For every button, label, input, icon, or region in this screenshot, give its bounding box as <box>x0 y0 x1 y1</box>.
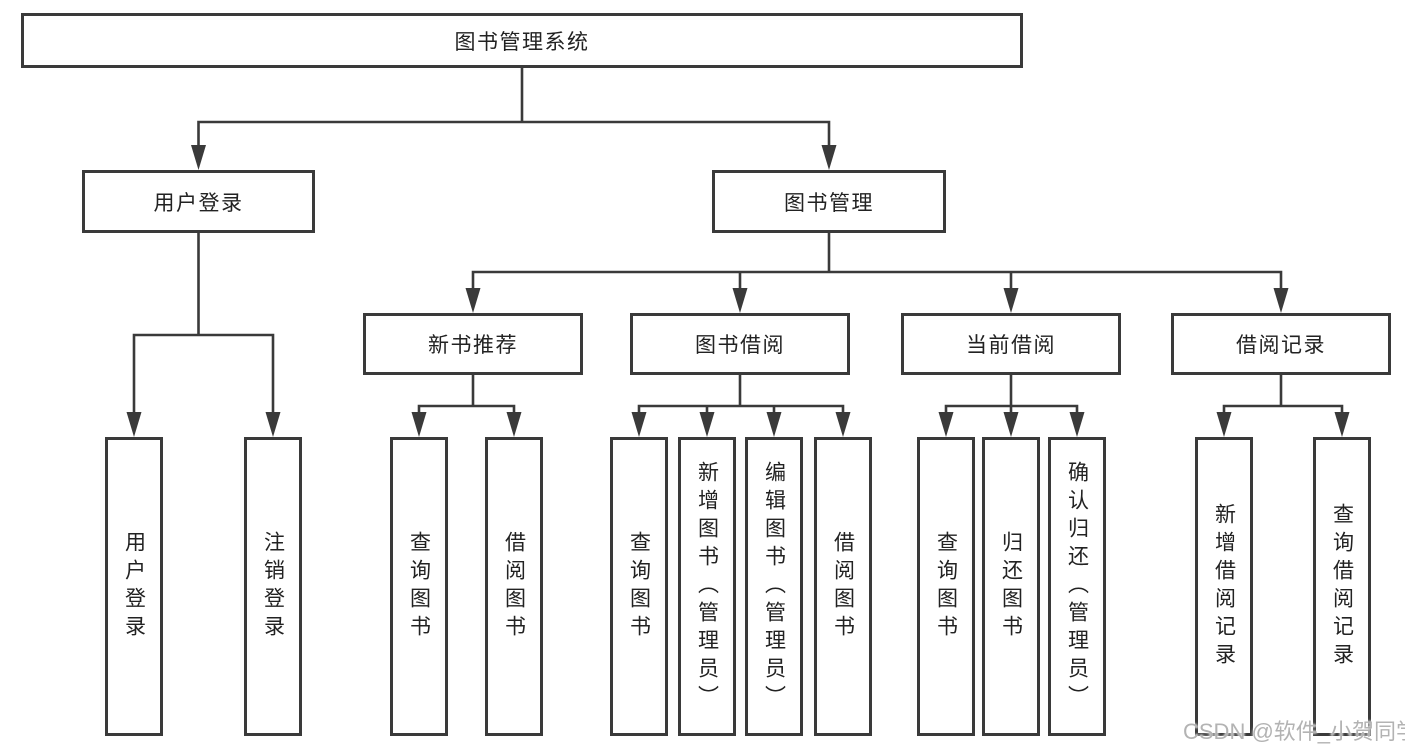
leaf-label: 借阅图书 <box>831 530 855 643</box>
leaf-label: 编辑图书（管理员） <box>762 460 786 713</box>
node-new-book: 新书推荐 <box>363 313 583 375</box>
leaf-label: 借阅图书 <box>502 530 526 643</box>
node-root: 图书管理系统 <box>21 13 1023 68</box>
arrowhead-book-borrow <box>732 288 748 313</box>
arrowhead-borrow-borrow <box>835 412 851 437</box>
node-root-label: 图书管理系统 <box>454 30 590 54</box>
leaf-user-login-action: 用户登录 <box>105 437 163 736</box>
leaf-label: 归还图书 <box>999 530 1023 643</box>
node-user-login: 用户登录 <box>82 170 315 233</box>
arrowhead-current-query <box>938 412 954 437</box>
connector-new-book-to-leaves <box>417 373 516 417</box>
leaf-record-add: 新增借阅记录 <box>1195 437 1253 736</box>
csdn-watermark: CSDN @软件_小贺同学 <box>1183 719 1405 744</box>
leaf-newbook-borrow: 借阅图书 <box>485 437 543 736</box>
leaf-label: 查询图书 <box>934 530 958 643</box>
node-current-borrow-label: 当前借阅 <box>966 334 1056 357</box>
node-book-mgmt-label: 图书管理 <box>784 191 874 215</box>
arrowhead-record-query <box>1334 412 1350 437</box>
leaf-current-return: 归还图书 <box>982 437 1040 736</box>
node-new-book-label: 新书推荐 <box>428 334 518 357</box>
connector-user-login-to-leaves <box>132 231 275 417</box>
connector-current-borrow-to-leaves <box>944 373 1079 417</box>
arrowhead-user-login <box>191 145 206 170</box>
arrowhead-current-confirm <box>1069 412 1085 437</box>
leaf-newbook-query: 查询图书 <box>390 437 448 736</box>
node-borrow-record: 借阅记录 <box>1171 313 1391 375</box>
arrowhead-record-add <box>1216 412 1232 437</box>
leaf-borrow-borrow: 借阅图书 <box>814 437 872 736</box>
leaf-label: 新增图书（管理员） <box>695 460 719 713</box>
node-borrow-record-label: 借阅记录 <box>1236 334 1326 357</box>
arrowhead-borrow-query <box>631 412 647 437</box>
arrowhead-borrow-edit <box>766 412 782 437</box>
arrowhead-current-return <box>1003 412 1019 437</box>
arrowhead-book-mgmt <box>821 145 837 170</box>
leaf-label: 查询图书 <box>627 530 651 643</box>
connector-book-mgmt-to-level3 <box>471 231 1283 293</box>
arrowhead-newbook-borrow <box>506 412 522 437</box>
leaf-record-query: 查询借阅记录 <box>1313 437 1371 736</box>
arrowhead-new-book <box>465 288 481 313</box>
leaf-label: 注销登录 <box>261 530 285 643</box>
connector-borrow-record-to-leaves <box>1222 373 1344 417</box>
leaf-label: 确认归还（管理员） <box>1065 460 1089 713</box>
leaf-borrow-query: 查询图书 <box>610 437 668 736</box>
arrowhead-newbook-query <box>411 412 427 437</box>
arrowhead-borrow-add <box>699 412 715 437</box>
leaf-current-confirm-admin: 确认归还（管理员） <box>1048 437 1106 736</box>
connector-root-to-level2 <box>197 66 831 150</box>
arrowhead-leaf-user-login <box>126 412 142 437</box>
node-book-borrow-label: 图书借阅 <box>695 334 785 357</box>
leaf-current-query: 查询图书 <box>917 437 975 736</box>
leaf-logout: 注销登录 <box>244 437 302 736</box>
leaf-label: 查询借阅记录 <box>1330 502 1354 671</box>
leaf-borrow-add-admin: 新增图书（管理员） <box>678 437 736 736</box>
leaf-label: 查询图书 <box>407 530 431 643</box>
connector-book-borrow-to-leaves <box>637 373 845 417</box>
node-book-mgmt: 图书管理 <box>712 170 946 233</box>
arrowhead-borrow-record <box>1273 288 1289 313</box>
arrowhead-current-borrow <box>1003 288 1019 313</box>
node-user-login-label: 用户登录 <box>153 191 244 215</box>
node-current-borrow: 当前借阅 <box>901 313 1121 375</box>
leaf-label: 新增借阅记录 <box>1212 502 1236 671</box>
arrowhead-leaf-logout <box>265 412 281 437</box>
leaf-label: 用户登录 <box>122 530 146 643</box>
leaf-borrow-edit-admin: 编辑图书（管理员） <box>745 437 803 736</box>
node-book-borrow: 图书借阅 <box>630 313 850 375</box>
